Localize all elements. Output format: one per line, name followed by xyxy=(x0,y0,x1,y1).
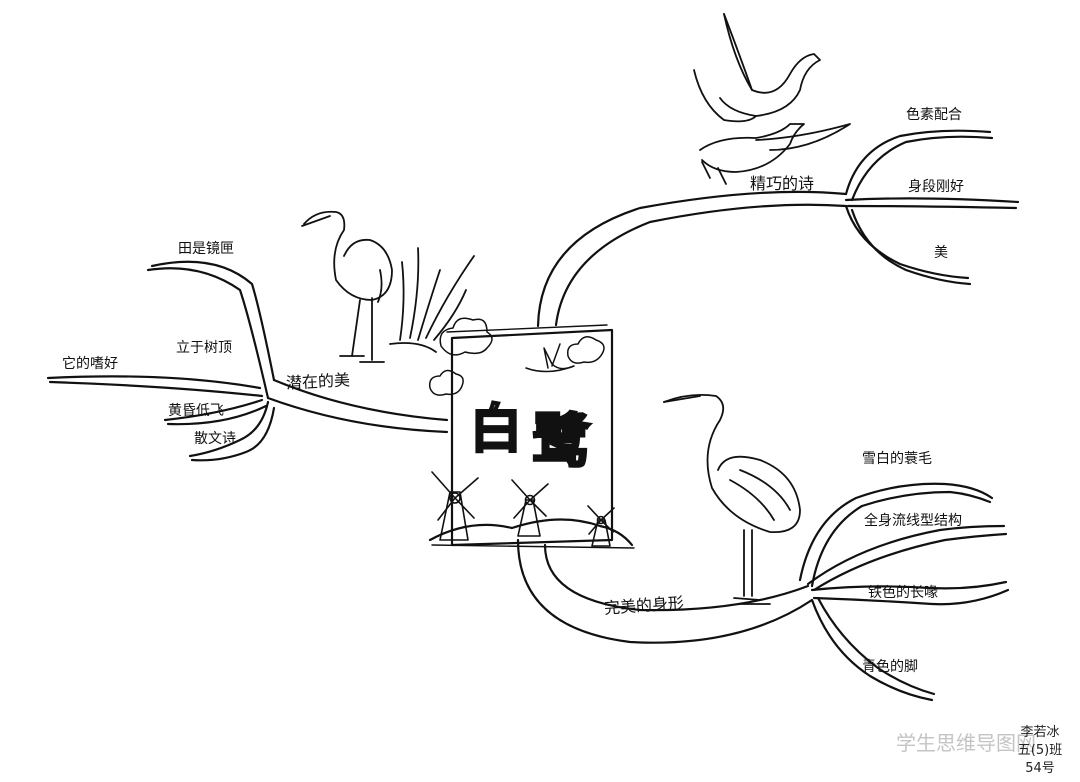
leaf-label: 田是镜匣 xyxy=(178,241,234,257)
flying-geese-illustration xyxy=(693,13,851,185)
title-char-1: 白 xyxy=(469,400,524,460)
leaf-label: 美 xyxy=(934,245,948,261)
windmill-illustration-right xyxy=(587,505,615,547)
author-number: 54号 xyxy=(1025,761,1055,776)
leaf-label: 全身流线型结构 xyxy=(864,513,962,529)
cloud-illustration xyxy=(428,317,605,396)
branch-left-lines xyxy=(46,260,449,462)
leaf-label: 黄昏低飞 xyxy=(168,403,224,419)
title-char-2: 鹭 xyxy=(531,407,592,475)
leaf-label: 青色的脚 xyxy=(862,659,918,675)
branch-bottom-right-lines xyxy=(516,482,1010,702)
leaf-label: 身段刚好 xyxy=(908,179,964,195)
branch-label-left: 潜在的美 xyxy=(285,370,351,393)
leaf-label: 雪白的蓑毛 xyxy=(862,451,932,467)
leaf-label: 立于树顶 xyxy=(176,340,232,356)
leaf-label: 散文诗 xyxy=(194,431,236,447)
leaf-label: 它的嗜好 xyxy=(62,356,118,372)
egret-illustration-left xyxy=(301,210,475,363)
watermark-text: 学生思维导图网 xyxy=(896,731,1036,755)
branch-label-top-right: 精巧的诗 xyxy=(750,174,815,193)
center-title-card xyxy=(428,324,635,549)
author-name: 李若冰 xyxy=(1020,725,1060,740)
author-class: 五(5)班 xyxy=(1017,743,1063,758)
leaf-label: 色素配合 xyxy=(906,107,962,123)
leaf-label: 铁色的长喙 xyxy=(868,585,938,601)
windmill-illustration-middle xyxy=(511,479,549,537)
windmill-illustration-left xyxy=(431,471,479,541)
small-bird-illustration xyxy=(525,343,575,373)
author-signature: 李若冰 五(5)班 54号 xyxy=(1010,724,1070,778)
egret-illustration-right xyxy=(663,393,801,605)
branch-top-right-lines xyxy=(536,129,1020,328)
